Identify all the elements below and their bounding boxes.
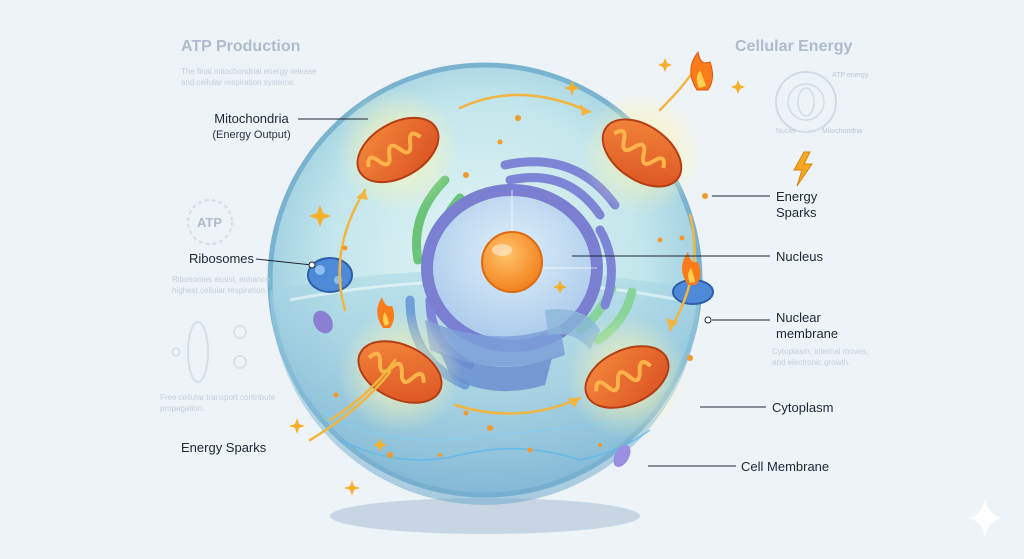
membrane-wave <box>339 429 651 461</box>
background-cell-sketch <box>775 71 837 133</box>
background-small-label: ATP energy <box>832 72 869 79</box>
background-mitochondria-sketch <box>171 321 247 383</box>
lightning-icon <box>793 151 813 187</box>
mitochondrion-top-right <box>601 118 683 188</box>
flame-icons <box>377 50 714 328</box>
label-ribosomes: Ribosomes <box>189 251 255 266</box>
label-cell-membrane: Cell Membrane <box>741 459 830 474</box>
label-mitochondria-title: Mitochondria <box>214 111 289 126</box>
label-nuclear-membrane: Nuclear membrane <box>776 310 838 342</box>
label-nucleus: Nucleus <box>776 249 823 264</box>
mitochondrion-top-left <box>356 116 440 184</box>
label-energy-sparks-right-line2: Sparks <box>776 205 817 220</box>
sparkle-watermark-icon <box>968 498 1002 538</box>
background-atp-badge: ATP <box>197 215 223 230</box>
energy-dots <box>333 115 708 458</box>
background-small-label: Nuclei <box>776 128 796 135</box>
label-energy-sparks-right: Energy Sparks <box>776 189 817 221</box>
label-mitochondria-subtitle: (Energy Output) <box>212 129 291 141</box>
background-title-left: ATP Production <box>181 38 301 55</box>
energy-sparkles <box>289 58 745 496</box>
background-atp-icon <box>187 199 233 245</box>
label-mitochondria: Mitochondria (Energy Output) <box>205 111 298 143</box>
background-text-lower-left: Free cellular transport contribute propa… <box>160 393 276 413</box>
background-ribosome-text: Ribosomes assist, enhance highest cellul… <box>172 275 270 295</box>
nucleolus <box>481 231 543 293</box>
background-small-label: Mitochondria <box>822 128 863 135</box>
label-energy-sparks-right-line1: Energy <box>776 189 818 204</box>
label-energy-sparks-left: Energy Sparks <box>181 440 267 455</box>
vesicle <box>313 310 333 334</box>
leader-dots <box>308 261 712 324</box>
arrowheads <box>356 104 678 408</box>
background-text-left: The final mitochondrial energy release a… <box>181 67 317 87</box>
label-cytoplasm: Cytoplasm <box>772 400 834 415</box>
mitochondrion-bottom-right <box>584 345 670 409</box>
label-leader-lines <box>255 118 770 467</box>
mitochondrion-bottom-left <box>357 340 443 404</box>
background-text-lower-right: Cytoplasm, internal moves, and electroni… <box>772 347 869 367</box>
vesicle <box>613 445 631 467</box>
nucleolus-highlight <box>492 244 512 256</box>
background-title-right: Cellular Energy <box>735 38 853 55</box>
label-nuclear-membrane-line2: membrane <box>776 326 839 341</box>
label-nuclear-membrane-line1: Nuclear <box>776 310 821 325</box>
cell-shadow <box>330 498 640 534</box>
